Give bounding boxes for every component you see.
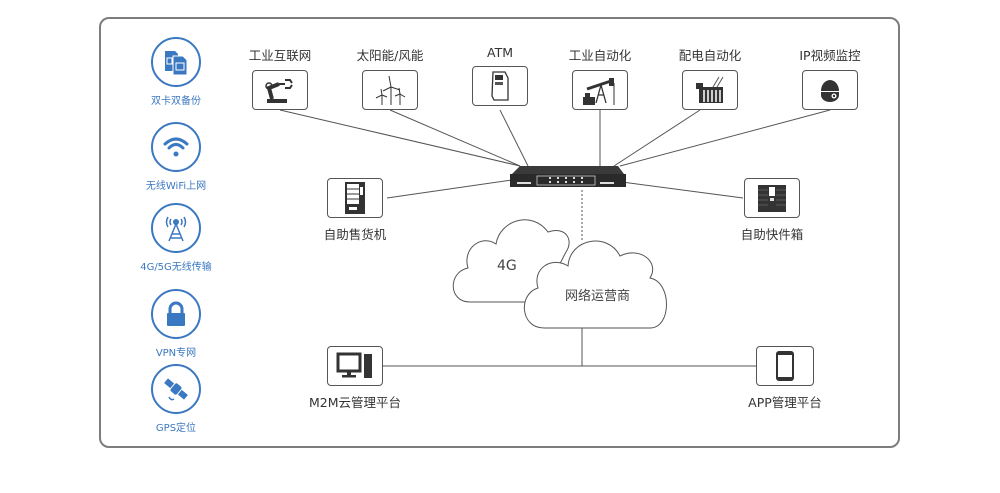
link-vending <box>386 179 513 199</box>
platform-app: APP管理平台 <box>740 346 830 411</box>
device-power-automation: 配电自动化 <box>670 45 750 110</box>
cloud-4g-label: 4G <box>497 258 517 274</box>
device-industrial-internet: 工业互联网 <box>242 45 318 110</box>
link-atm <box>499 109 529 167</box>
feature-vpn: VPN专网 <box>121 289 231 359</box>
link-power-automation <box>613 109 701 167</box>
platform-label: APP管理平台 <box>748 395 822 410</box>
transformer-icon <box>682 70 738 110</box>
device-label: 自助快件箱 <box>740 227 804 242</box>
smartphone-icon <box>756 346 814 386</box>
feature-label: GPS定位 <box>155 423 197 434</box>
parcel-locker-icon <box>744 178 800 218</box>
cell-tower-icon <box>151 203 201 253</box>
device-label: 配电自动化 <box>678 48 742 63</box>
device-vending-machine: 自助售货机 <box>315 178 395 243</box>
feature-label: 无线WiFi上网 <box>145 181 207 192</box>
desktop-computer-icon <box>327 346 383 386</box>
device-label: 太阳能/风能 <box>356 48 424 63</box>
feature-wifi: 无线WiFi上网 <box>121 122 231 192</box>
device-ip-camera: IP视频监控 <box>790 45 870 110</box>
oil-pump-icon <box>572 70 628 110</box>
wifi-icon <box>151 122 201 172</box>
lock-icon <box>151 289 201 339</box>
link-industrial-internet <box>279 109 521 167</box>
device-atm: ATM <box>470 45 530 106</box>
feature-4g5g: 4G/5G无线传输 <box>121 203 231 273</box>
device-label: 自助售货机 <box>323 227 387 242</box>
vending-machine-icon <box>327 178 383 218</box>
link-solar-wind <box>389 109 521 167</box>
feature-label: VPN专网 <box>155 348 197 359</box>
router-icon <box>510 166 626 187</box>
feature-label: 双卡双备份 <box>151 96 201 107</box>
device-label: ATM <box>486 45 513 60</box>
cloud-operator-label: 网络运营商 <box>565 289 631 304</box>
platform-label: M2M云管理平台 <box>308 395 402 410</box>
device-solar-wind: 太阳能/风能 <box>350 45 430 110</box>
device-industrial-automation: 工业自动化 <box>560 45 640 110</box>
wind-turbine-icon <box>362 70 418 110</box>
device-label: IP视频监控 <box>799 48 861 63</box>
atm-icon <box>472 66 528 106</box>
feature-label: 4G/5G无线传输 <box>140 262 212 273</box>
link-ip-camera <box>619 109 831 167</box>
device-label: 工业互联网 <box>248 48 312 63</box>
dome-camera-icon <box>802 70 858 110</box>
feature-gps: GPS定位 <box>121 364 231 434</box>
diagram-frame <box>99 17 900 448</box>
satellite-icon <box>151 364 201 414</box>
cloud-operator <box>523 240 667 329</box>
feature-dual-sim: 双卡双备份 <box>121 37 231 107</box>
device-parcel-locker: 自助快件箱 <box>732 178 812 243</box>
robot-arm-icon <box>252 70 308 110</box>
link-locker <box>621 181 744 199</box>
device-label: 工业自动化 <box>568 48 632 63</box>
platform-m2m: M2M云管理平台 <box>300 346 410 411</box>
dual-sim-icon <box>151 37 201 87</box>
